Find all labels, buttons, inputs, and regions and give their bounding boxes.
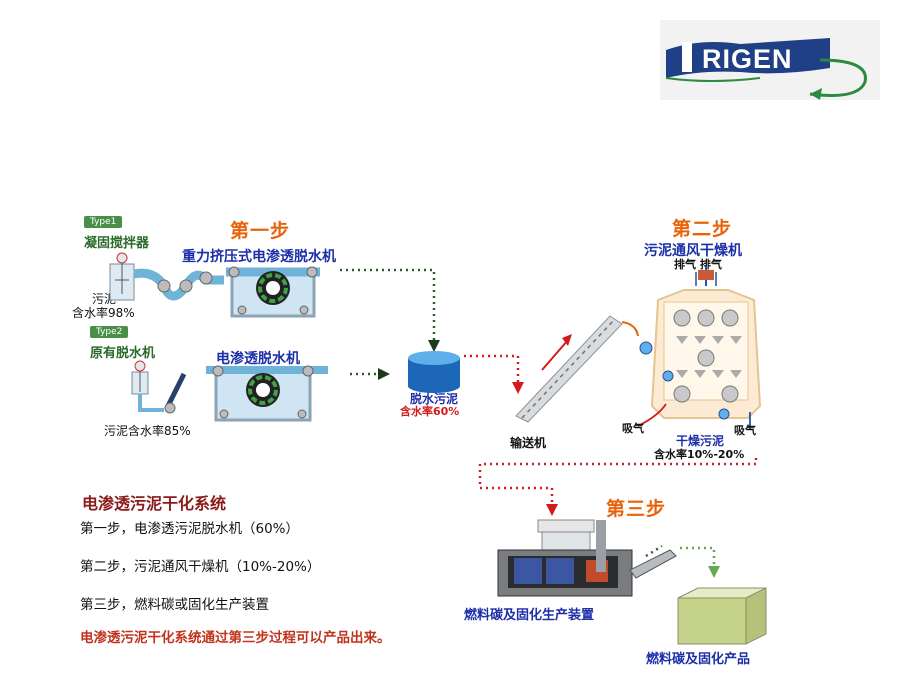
dryer-title: 污泥通风干燥机	[644, 243, 742, 259]
summary-line-3: 第三步，燃料碳或固化生产装置	[80, 597, 269, 613]
dried-sludge-label: 干燥污泥	[676, 434, 725, 448]
step3-title: 第三步	[606, 498, 667, 520]
step1-flow-arrows	[340, 268, 440, 380]
dryer-exhaust-label: 排气 排气	[674, 258, 722, 271]
dewatered-moisture-label: 含水率60%	[400, 405, 460, 418]
type2-existing-label: 原有脱水机	[90, 346, 156, 361]
type1-machine-illustration	[109, 252, 320, 318]
type1-machine-label: 重力挤压式电渗透脱水机	[182, 249, 336, 265]
summary-line-1: 第一步，电渗透污泥脱水机（60%）	[80, 521, 300, 537]
type2-moisture-label: 污泥含水率85%	[104, 424, 191, 438]
conveyor-label: 输送机	[510, 436, 547, 450]
summary-title: 电渗透污泥干化系统	[82, 494, 227, 513]
conveyor-illustration	[515, 315, 639, 423]
product-box-illustration	[677, 587, 767, 645]
dryer-illustration	[638, 266, 762, 430]
type1-badge: Type1	[84, 216, 123, 228]
summary-line-2: 第二步，污泥通风干燥机（10%-20%）	[80, 559, 321, 575]
type2-badge: Type2	[90, 326, 129, 338]
step1-title: 第一步	[230, 220, 291, 242]
dewatered-sludge-label: 脱水污泥	[410, 392, 459, 406]
company-logo: RIGEN	[660, 20, 880, 100]
step2-title: 第二步	[672, 218, 733, 240]
logo-graphic	[660, 20, 880, 100]
dewatered-sludge-cylinder	[408, 351, 460, 393]
type2-machine-illustration	[131, 360, 328, 422]
production-device-illustration	[497, 519, 677, 597]
product-label: 燃料碳及固化产品	[646, 652, 751, 667]
to-step3-arrow	[478, 458, 758, 516]
dryer-intake-left-label: 吸气	[622, 422, 644, 435]
to-conveyor-arrow	[464, 354, 524, 394]
dried-moisture-label: 含水率10%-20%	[654, 448, 745, 461]
to-product-arrow	[680, 546, 720, 578]
type1-moisture-label: 含水率98%	[72, 306, 135, 320]
summary-footer: 电渗透污泥干化系统通过第三步过程可以产品出来。	[80, 630, 391, 646]
type1-mixer-label: 凝固搅拌器	[84, 236, 150, 251]
logo-text: RIGEN	[702, 44, 793, 74]
type2-machine-label: 电渗透脱水机	[216, 351, 300, 367]
production-device-label: 燃料碳及固化生产装置	[464, 608, 595, 623]
dryer-intake-right-label: 吸气	[734, 424, 756, 437]
